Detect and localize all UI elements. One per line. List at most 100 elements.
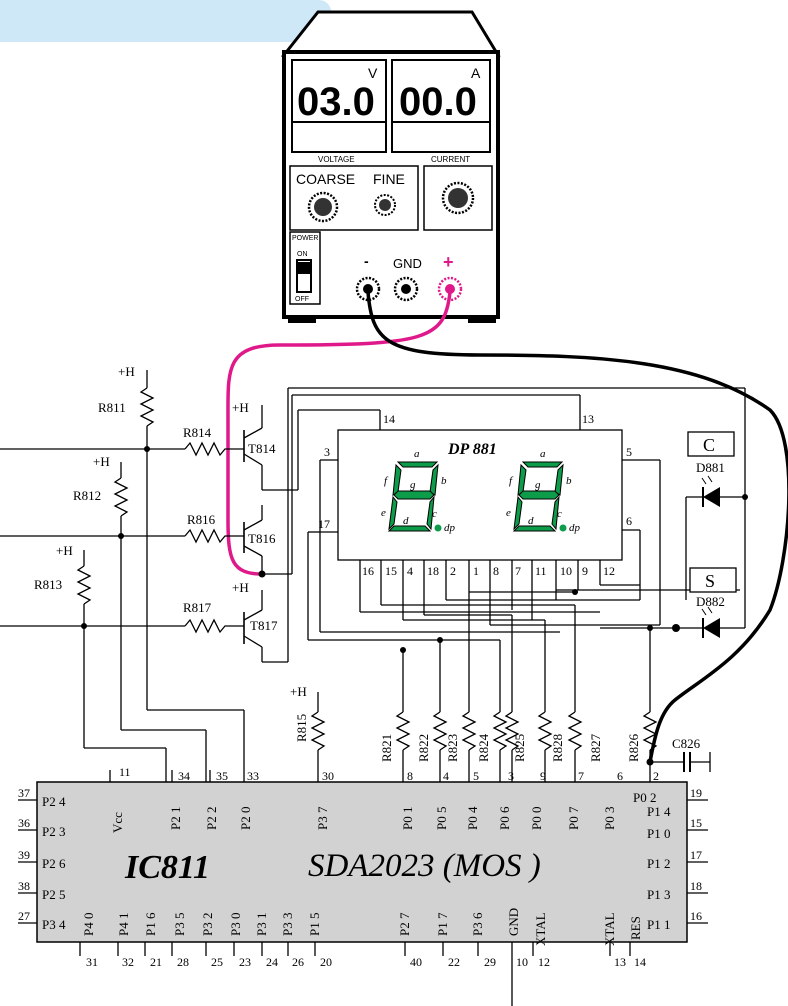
current-unit: A [471,65,481,81]
r817-label: R817 [183,600,212,615]
svg-text:P2 2: P2 2 [204,807,219,830]
svg-text:9: 9 [582,564,588,578]
psu-foot-left [288,315,316,323]
svg-text:40: 40 [410,955,422,969]
psu-handle [280,10,501,57]
disp-pin-17: 17 [318,517,330,531]
svg-text:27: 27 [18,909,30,923]
svg-text:P3 2: P3 2 [200,913,215,936]
svg-text:10: 10 [516,955,528,969]
svg-text:P0 5: P0 5 [434,807,449,830]
power-switch[interactable] [296,259,312,293]
svg-text:20: 20 [320,955,332,969]
svg-text:P0 2: P0 2 [633,790,656,805]
c-indicator-label: C [703,435,715,455]
fine-knob[interactable] [374,194,396,216]
transistor-stage: +H T814 T816 +H T817 [232,400,298,663]
current-knob[interactable] [441,181,475,215]
svg-text:30: 30 [322,769,334,783]
svg-text:P1 4: P1 4 [647,804,671,819]
gnd-label: GND [393,256,422,271]
svg-text:P0 0: P0 0 [529,807,544,830]
svg-text:17: 17 [690,848,702,862]
svg-text:P2 5: P2 5 [42,887,65,902]
svg-text:P3 4: P3 4 [42,917,66,932]
svg-text:P1 1: P1 1 [647,917,670,932]
svg-text:4: 4 [443,769,449,783]
svg-text:P0 1: P0 1 [400,807,415,830]
svg-text:f: f [384,475,389,487]
r815-label: R815 [294,714,309,742]
svg-text:5: 5 [473,769,479,783]
display-dp881: DP 881 a f b g e c d dp [318,412,632,578]
svg-text:7: 7 [578,769,584,783]
ic-body [36,781,688,943]
svg-text:g: g [535,479,541,491]
negative-probe-wire [366,291,788,763]
svg-text:11: 11 [535,564,547,578]
r812-label: R812 [73,488,101,503]
coarse-knob[interactable] [307,191,339,223]
svg-text:R823: R823 [445,734,460,762]
svg-text:36: 36 [18,816,30,830]
gnd-terminal[interactable] [393,276,419,302]
digit-2: a f b g e c d dp [506,448,581,534]
off-label: OFF [295,296,309,303]
svg-text:f: f [509,475,514,487]
svg-text:24: 24 [266,955,278,969]
svg-text:+H: +H [232,580,249,595]
svg-text:21: 21 [150,955,162,969]
svg-text:P2 7: P2 7 [397,912,412,936]
svg-text:13: 13 [614,955,626,969]
svg-text:3: 3 [508,769,514,783]
plus-terminal[interactable] [437,276,463,302]
svg-text:23: 23 [239,955,251,969]
svg-text:+H: +H [56,543,73,558]
svg-text:P1 6: P1 6 [143,912,158,936]
r825: R825 [504,615,527,782]
svg-text:P0 3: P0 3 [602,807,617,830]
svg-text:11: 11 [119,765,131,779]
svg-text:1: 1 [473,564,479,578]
svg-text:P3 7: P3 7 [315,806,330,830]
svg-text:15: 15 [690,816,702,830]
minus-terminal[interactable] [355,276,381,302]
ic-top-pins: 11 Vcc 34 P2 1 35 P2 2 33 P2 0 30 P3 7 8… [109,765,659,833]
voltage-section-label: VOLTAGE [318,155,355,164]
svg-text:39: 39 [18,848,30,862]
current-display-frame [391,59,491,153]
t817-label: T817 [250,618,278,633]
svg-text:GND: GND [506,908,521,936]
disp-pin-13: 13 [582,412,594,426]
svg-text:P0 4: P0 4 [465,806,480,830]
svg-text:P4 1: P4 1 [116,913,131,936]
svg-text:P2 6: P2 6 [42,856,66,871]
svg-text:32: 32 [122,955,134,969]
digit-1: a f b g e c d dp [381,448,456,534]
svg-text:+H: +H [118,364,135,379]
voltage-unit: V [368,65,378,81]
svg-text:26: 26 [292,955,304,969]
svg-text:e: e [506,507,511,519]
svg-text:Vcc: Vcc [110,812,125,833]
svg-text:P2 0: P2 0 [238,807,253,830]
svg-text:d: d [528,515,534,527]
svg-text:28: 28 [177,955,189,969]
ic-left-pins: 37 P2 4 36 P2 3 39 P2 6 38 P2 5 27 P3 4 [18,786,66,932]
svg-text:35: 35 [216,769,228,783]
svg-text:8: 8 [493,564,499,578]
svg-text:2: 2 [653,769,659,783]
minus-label: - [364,253,369,269]
svg-text:P1 5: P1 5 [307,913,322,936]
ic811: IC811 SDA2023 (MOS ) 37 P2 4 36 P2 3 39 … [18,765,708,1006]
svg-text:9: 9 [540,769,546,783]
blue-corner-decor [0,0,332,42]
svg-text:2: 2 [450,564,456,578]
svg-text:P0 6: P0 6 [497,806,512,830]
svg-text:18: 18 [427,564,439,578]
svg-text:P3 1: P3 1 [254,913,269,936]
r814-label: R814 [183,425,212,440]
t814-label: T814 [248,441,276,456]
current-readout: 00.0 [399,80,477,124]
fine-label: FINE [373,171,405,187]
